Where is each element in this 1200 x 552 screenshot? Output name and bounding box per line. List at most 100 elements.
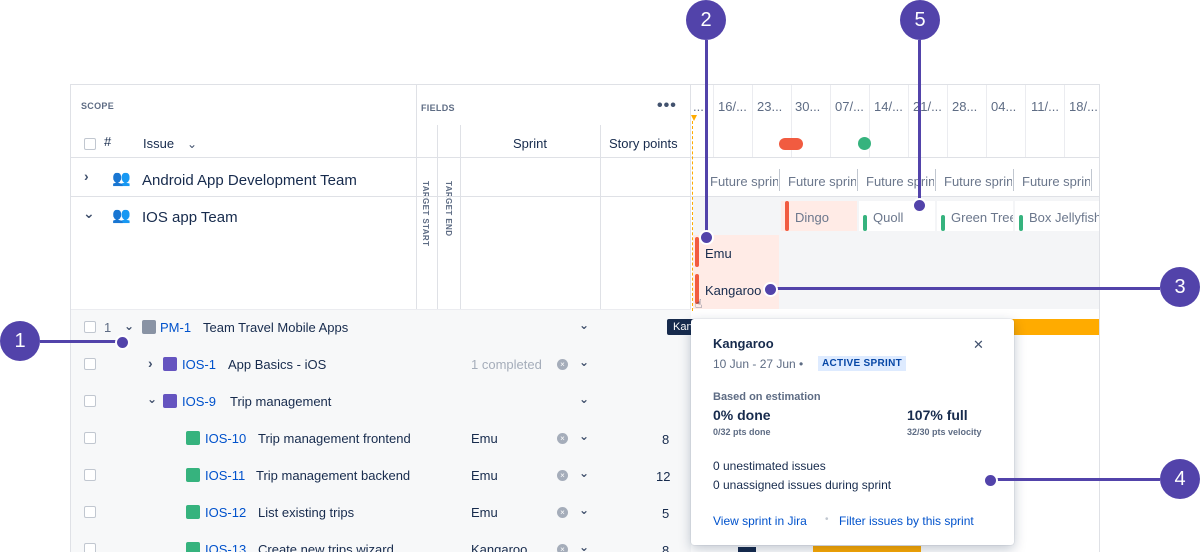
team-android[interactable]: Android App Development Team <box>142 172 357 189</box>
timeline-tick: 04... <box>991 99 1017 114</box>
row-checkbox[interactable] <box>84 506 96 518</box>
epic-timeline-bar[interactable] <box>987 319 1099 335</box>
issue-key[interactable]: IOS-1 <box>182 357 216 372</box>
story-points-column-header: Story points <box>609 136 678 151</box>
sprint-value[interactable]: Emu <box>471 431 498 446</box>
issue-title[interactable]: List existing trips <box>258 505 355 520</box>
callout-dot <box>115 335 130 350</box>
story-icon <box>186 505 200 519</box>
issue-title[interactable]: Trip management frontend <box>258 431 411 446</box>
story-points-value[interactable]: 12 <box>656 469 671 484</box>
team-icon: 👥 <box>112 207 131 224</box>
sprint-status-red <box>695 237 699 267</box>
sprint-separator <box>935 169 936 191</box>
timeline-separator <box>986 85 987 157</box>
sprint-value[interactable]: Kangaroo <box>471 542 528 552</box>
issue-title[interactable]: App Basics - iOS <box>228 357 327 372</box>
initiative-icon <box>142 320 156 334</box>
sprint-value[interactable]: Emu <box>471 505 498 520</box>
row-checkbox[interactable] <box>84 469 96 481</box>
more-options-button[interactable]: ••• <box>657 97 677 114</box>
issue-key[interactable]: IOS-9 <box>182 394 216 409</box>
story-points-value[interactable]: 5 <box>662 506 670 521</box>
android-sprint-bar[interactable]: Future sprint <box>1016 165 1090 195</box>
select-all-checkbox[interactable] <box>84 138 96 150</box>
sprint-status-green <box>941 215 945 231</box>
row-checkbox[interactable] <box>84 358 96 370</box>
row-checkbox[interactable] <box>84 432 96 444</box>
story-points-value[interactable]: 8 <box>662 543 670 552</box>
row-checkbox[interactable] <box>84 543 96 552</box>
collapse-chevron-icon[interactable]: ⌄ <box>147 392 158 406</box>
story-icon <box>186 542 200 552</box>
callout-dot <box>983 473 998 488</box>
issue-key[interactable]: IOS-12 <box>205 505 247 520</box>
clear-icon[interactable]: × <box>557 544 568 552</box>
expand-chevron-icon[interactable]: › <box>148 355 153 371</box>
scope-header: SCOPE <box>81 101 115 111</box>
issue-title[interactable]: Trip management <box>230 394 332 409</box>
android-sprint-bar[interactable]: Future sprint <box>782 165 856 195</box>
sprint-status-red <box>695 274 699 304</box>
issue-title[interactable]: Create new trips wizard <box>258 542 394 552</box>
ios-sprint-dingo[interactable]: Dingo <box>781 201 857 231</box>
row-checkbox[interactable] <box>84 321 96 333</box>
collapse-ios-chevron-icon[interactable]: ⌄ <box>83 205 95 221</box>
filter-issues-link[interactable]: Filter issues by this sprint <box>839 514 974 528</box>
popup-done-sub: 0/32 pts done <box>713 427 771 437</box>
sprint-separator <box>1091 169 1092 191</box>
expand-android-chevron-icon[interactable]: › <box>84 168 89 184</box>
issue-column-header[interactable]: Issue <box>143 136 175 151</box>
ios-sprint-box-jellyfish[interactable]: Box Jellyfish <box>1015 201 1099 231</box>
sprint-dropdown-chevron-icon[interactable]: ⌄ <box>579 429 590 443</box>
callout-line <box>705 40 708 236</box>
issue-key[interactable]: IOS-11 <box>205 468 246 483</box>
issue-key[interactable]: IOS-10 <box>205 431 247 446</box>
conflict-marker-icon[interactable] <box>779 138 803 150</box>
issue-key[interactable]: PM-1 <box>160 320 192 335</box>
sprint-popup: Kangaroo ✕ 10 Jun - 27 Jun • ACTIVE SPRI… <box>691 319 1014 545</box>
sprint-dropdown-chevron-icon[interactable]: ⌄ <box>579 466 590 480</box>
issue-title[interactable]: Team Travel Mobile Apps <box>203 320 349 335</box>
timeline-separator <box>791 85 792 157</box>
expand-chevron-icon[interactable]: ⌄ <box>124 319 135 333</box>
sub-sprint-kangaroo[interactable]: Kangaroo <box>705 283 762 298</box>
issue-sort-chevron-icon[interactable]: ⌄ <box>187 137 198 151</box>
row-checkbox[interactable] <box>84 395 96 407</box>
team-ios[interactable]: IOS app Team <box>142 209 238 226</box>
row-divider <box>71 196 1099 197</box>
timeline-tick: 07/... <box>835 99 864 114</box>
android-sprint-bar[interactable]: Future sprint <box>860 165 934 195</box>
issue-key[interactable]: IOS-13 <box>205 542 247 552</box>
story-points-value[interactable]: 8 <box>662 432 670 447</box>
timeline-tick: ... <box>693 99 704 114</box>
view-sprint-link[interactable]: View sprint in Jira <box>713 514 807 528</box>
release-marker-icon[interactable] <box>858 137 871 150</box>
sub-sprint-emu[interactable]: Emu <box>705 246 732 261</box>
clear-icon[interactable]: × <box>557 359 568 370</box>
close-icon[interactable]: ✕ <box>973 337 984 352</box>
epic-icon <box>163 394 177 408</box>
clear-icon[interactable]: × <box>557 470 568 481</box>
roadmap-app: SCOPE FIELDS ••• # Issue ⌄ Sprint Story … <box>70 84 1100 552</box>
clear-icon[interactable]: × <box>557 507 568 518</box>
callout-dot <box>699 230 714 245</box>
sprint-dropdown-chevron-icon[interactable]: ⌄ <box>579 392 590 406</box>
row-number: 1 <box>104 320 112 335</box>
sprint-value[interactable]: Emu <box>471 468 498 483</box>
sprint-dropdown-chevron-icon[interactable]: ⌄ <box>579 355 590 369</box>
issue-title[interactable]: Trip management backend <box>256 468 411 483</box>
clear-icon[interactable]: × <box>557 433 568 444</box>
timeline-tick: 11/... <box>1031 99 1059 114</box>
timeline-separator <box>830 85 831 157</box>
sprint-dropdown-chevron-icon[interactable]: ⌄ <box>579 503 590 517</box>
sprint-status-red <box>785 201 789 231</box>
android-sprint-bar[interactable]: Future sprint <box>704 165 778 195</box>
sprint-dropdown-chevron-icon[interactable]: ⌄ <box>579 318 590 332</box>
ios-sprint-green-tree[interactable]: Green Tree <box>937 201 1013 231</box>
callout-4: 4 <box>1160 459 1200 499</box>
android-sprint-bar[interactable]: Future sprint <box>938 165 1012 195</box>
sprint-dropdown-chevron-icon[interactable]: ⌄ <box>579 540 590 552</box>
callout-dot <box>763 282 778 297</box>
issue-timeline-bar[interactable] <box>813 546 921 552</box>
